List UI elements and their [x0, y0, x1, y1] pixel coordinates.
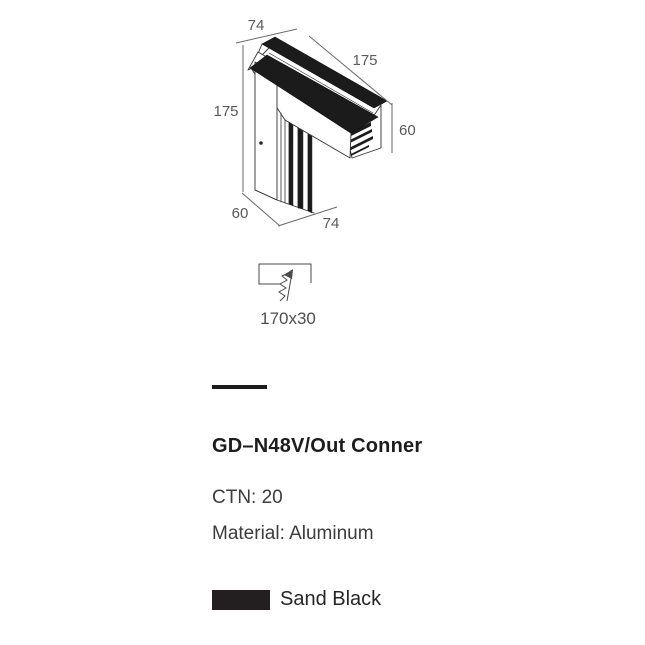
front-fin-top — [249, 54, 379, 134]
screw-hole — [259, 141, 263, 145]
cutout-icon — [258, 263, 312, 302]
finish-swatch — [212, 589, 270, 610]
end-cross-section-ribs — [347, 122, 373, 156]
groove-inner-edge — [268, 52, 374, 114]
dim-label-left-length: 175 — [213, 103, 238, 120]
dim-label-bottom-width: 74 — [323, 215, 340, 232]
finish-row: Sand Black — [212, 588, 381, 611]
product-model-title: GD–N48V/Out Conner — [212, 435, 423, 457]
corner-connector-object — [247, 36, 388, 214]
vertical-leg-profile-stripes — [280, 112, 313, 214]
zigzag-arrow-icon — [278, 272, 289, 302]
carton-quantity-text: CTN: 20 — [212, 487, 283, 508]
dim-label-top-width: 74 — [248, 17, 265, 34]
dim-label-right-height: 60 — [399, 122, 416, 139]
cutout-opening-outline — [258, 263, 312, 285]
dim-label-right-length: 175 — [352, 52, 377, 69]
material-text: Material: Aluminum — [212, 523, 374, 544]
divider-bar — [212, 385, 267, 389]
dim-label-bottom-depth: 60 — [232, 205, 249, 222]
cutout-size-label: 170x30 — [260, 309, 316, 328]
finish-name-label: Sand Black — [280, 588, 382, 610]
dimension-lines — [235, 28, 393, 227]
